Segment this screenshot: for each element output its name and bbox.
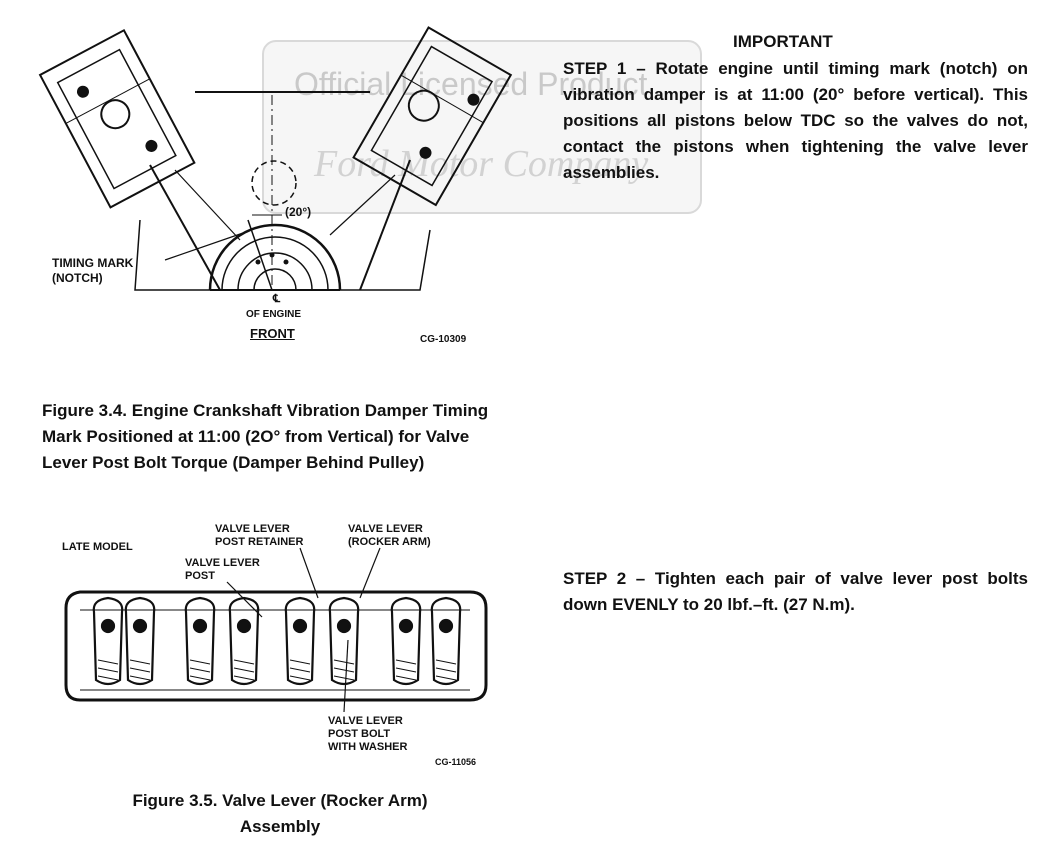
- figure-3-5-caption: Figure 3.5. Valve Lever (Rocker Arm) Ass…: [60, 788, 500, 840]
- left-cylinder-head: [38, 28, 196, 209]
- post-label-2: POST: [185, 570, 215, 582]
- valve-spring: [129, 659, 151, 681]
- rocker-arm: [124, 596, 156, 686]
- post-bolt: [438, 618, 454, 634]
- post-bolt: [192, 618, 208, 634]
- rocker-arm: [430, 596, 462, 686]
- post-bolt: [100, 618, 116, 634]
- notch-label: (NOTCH): [52, 271, 103, 285]
- front-label: FRONT: [250, 326, 295, 341]
- post-bolt: [292, 618, 308, 634]
- figure-3-4-code: CG-10309: [420, 334, 467, 345]
- right-cylinder-head: [352, 26, 513, 207]
- figure-3-4-caption: Figure 3.4. Engine Crankshaft Vibration …: [42, 401, 489, 472]
- rocker-arm: [390, 596, 422, 686]
- step-2-text: STEP 2 – Tighten each pair of valve leve…: [563, 569, 1028, 614]
- step-1-text: STEP 1 – Rotate engine until timing mark…: [563, 59, 1028, 182]
- post-bolt: [132, 618, 148, 634]
- important-heading: IMPORTANT: [733, 32, 833, 51]
- watermark-box: Official Licensed Product Ford Motor Com…: [262, 40, 702, 214]
- rocker-arm: [92, 596, 124, 686]
- of-engine-label: OF ENGINE: [246, 309, 302, 320]
- post-label-1: VALVE LEVER: [185, 557, 260, 569]
- valve-spring: [289, 659, 311, 681]
- figure-3-5-code: CG-11056: [435, 757, 477, 767]
- post-bolt: [336, 618, 352, 634]
- watermark-text-2: Ford Motor Company: [314, 143, 649, 185]
- valve-spring: [233, 659, 255, 681]
- timing-mark-label: TIMING MARK: [52, 256, 134, 270]
- rocker-label-2: (ROCKER ARM): [348, 536, 431, 548]
- centerline-symbol: ℄: [273, 293, 281, 305]
- rocker-arm-diagram: [64, 547, 488, 713]
- valve-spring: [97, 659, 119, 681]
- valve-spring: [333, 659, 355, 681]
- retainer-label-1: VALVE LEVER: [215, 523, 290, 535]
- valve-spring: [189, 659, 211, 681]
- rocker-arm: [328, 596, 360, 686]
- rocker-arm: [184, 596, 216, 686]
- rocker-arm: [228, 596, 260, 686]
- rocker-arm: [284, 596, 316, 686]
- figure-3-5-caption-line-2: Assembly: [239, 817, 321, 836]
- post-bolt: [398, 618, 414, 634]
- bolt-label-2: POST BOLT: [328, 728, 391, 740]
- valve-spring: [435, 659, 457, 681]
- post-bolt: [236, 618, 252, 634]
- bolt-label-1: VALVE LEVER: [328, 715, 403, 727]
- valve-spring: [395, 659, 417, 681]
- engine-diagram: [38, 26, 513, 295]
- angle-label: (20°): [285, 205, 312, 219]
- late-model-label: LATE MODEL: [62, 541, 133, 553]
- retainer-label-2: POST RETAINER: [215, 536, 304, 548]
- figure-3-5-caption-line-1: Figure 3.5. Valve Lever (Rocker Arm): [132, 791, 428, 810]
- bolt-label-3: WITH WASHER: [328, 741, 408, 753]
- rocker-label-1: VALVE LEVER: [348, 523, 423, 535]
